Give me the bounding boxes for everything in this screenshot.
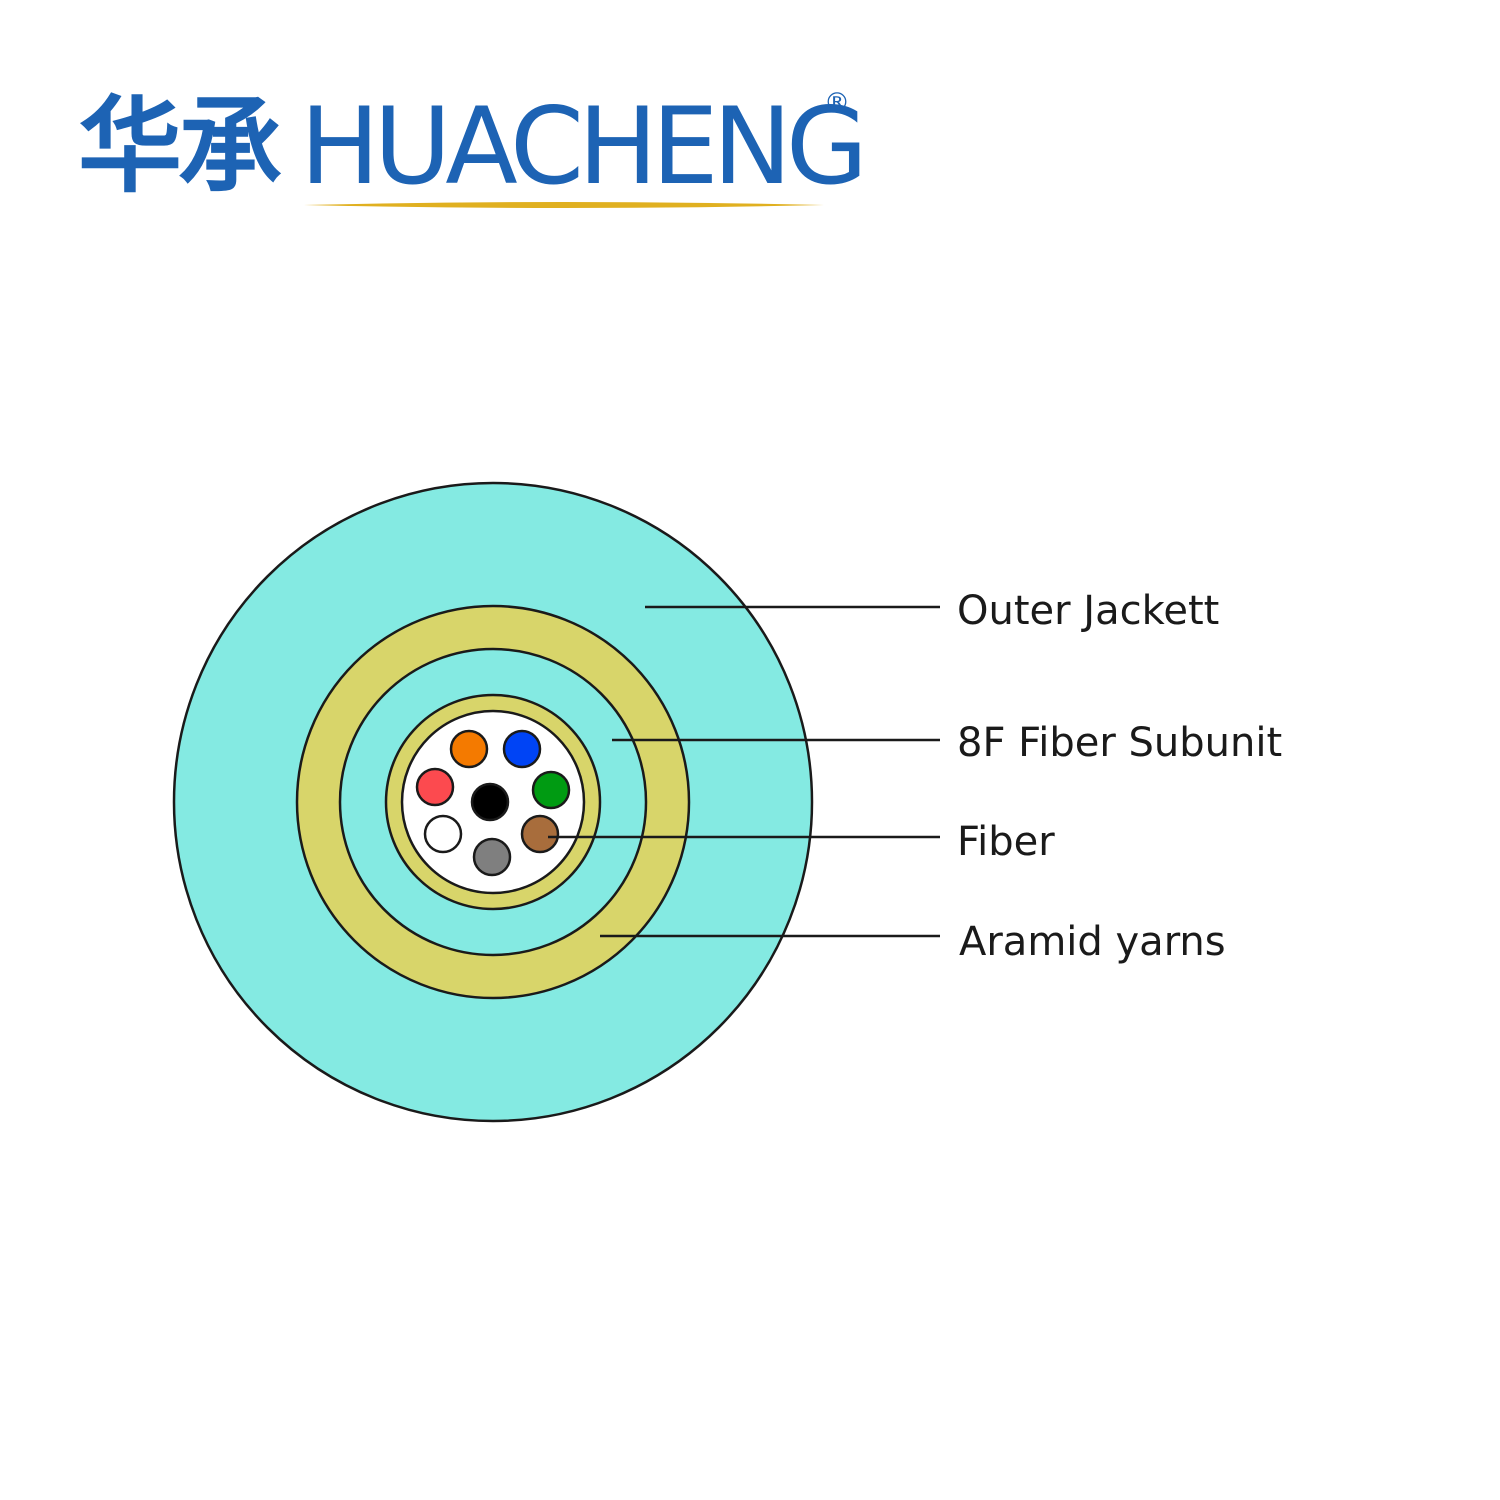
label-aramid: Aramid yarns — [959, 919, 1226, 965]
huacheng-logo: 华承 HUACHENG ® — [78, 80, 868, 220]
fiber-blue — [502, 729, 542, 769]
fibers — [415, 729, 571, 877]
logo-english-text: HUACHENG — [300, 85, 868, 208]
label-subunit: 8F Fiber Subunit — [957, 720, 1282, 766]
fiber-grey — [472, 837, 512, 877]
label-fiber: Fiber — [957, 819, 1055, 865]
fiber-brown — [520, 814, 560, 854]
fiber-orange — [449, 729, 489, 769]
fiber-green — [531, 770, 571, 810]
fiber-red — [415, 767, 455, 807]
logo-underline — [304, 202, 824, 208]
label-outer-jacket: Outer Jackett — [957, 588, 1219, 634]
registered-mark: ® — [824, 88, 850, 118]
fiber-white — [423, 814, 463, 854]
fiber-black — [470, 782, 510, 822]
logo-chinese-text: 华承 — [78, 85, 282, 207]
